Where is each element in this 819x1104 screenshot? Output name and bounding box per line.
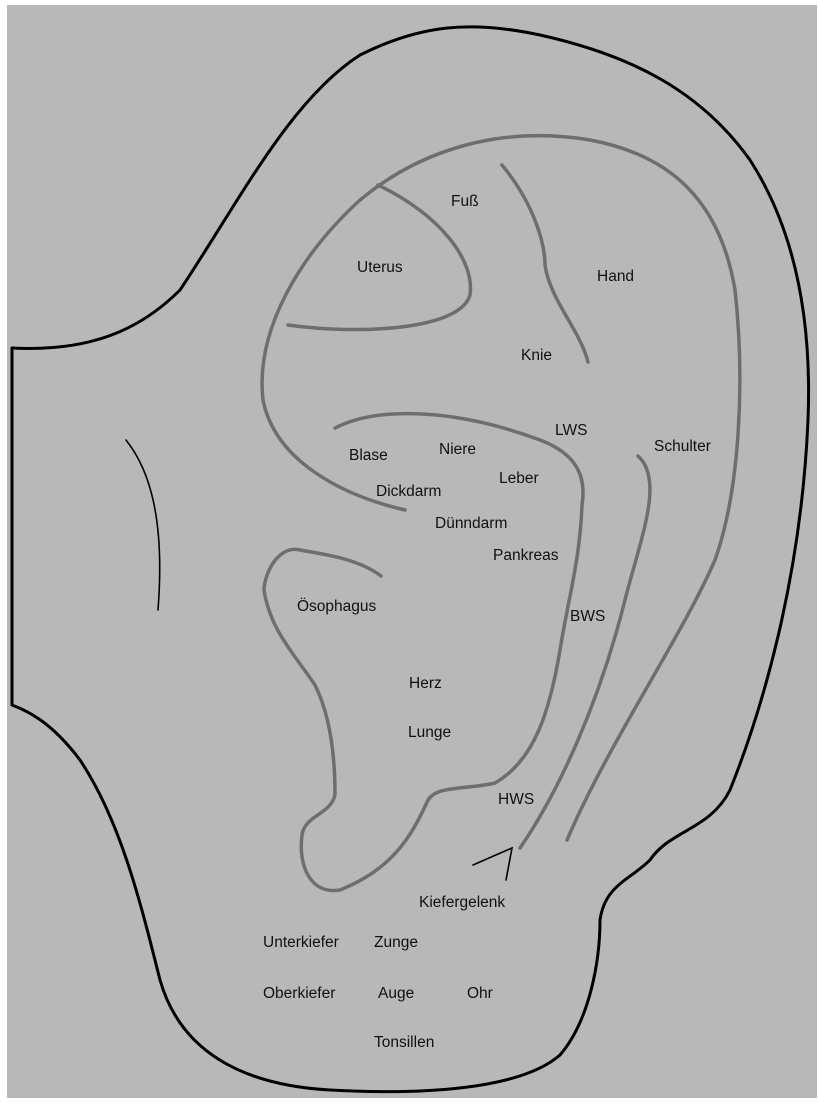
label-blase: Blase bbox=[349, 447, 388, 464]
label-knie: Knie bbox=[521, 347, 552, 364]
label-hws: HWS bbox=[498, 791, 534, 808]
label-uterus: Uterus bbox=[357, 259, 403, 276]
label-oesophagus: Ösophagus bbox=[297, 597, 377, 615]
label-lws: LWS bbox=[555, 422, 587, 439]
label-duenndarm: Dünndarm bbox=[435, 515, 507, 532]
label-niere: Niere bbox=[439, 441, 476, 458]
label-hand: Hand bbox=[597, 268, 634, 285]
label-pankreas: Pankreas bbox=[493, 547, 559, 564]
label-kiefergelenk: Kiefergelenk bbox=[419, 894, 505, 911]
label-dickdarm: Dickdarm bbox=[376, 483, 441, 500]
label-lunge: Lunge bbox=[408, 724, 451, 741]
label-leber: Leber bbox=[499, 470, 539, 487]
label-fuss: Fuß bbox=[451, 193, 479, 210]
label-bws: BWS bbox=[570, 608, 605, 625]
label-auge: Auge bbox=[378, 985, 414, 1002]
label-schulter: Schulter bbox=[654, 438, 711, 455]
label-oberkiefer: Oberkiefer bbox=[263, 985, 335, 1002]
label-ohr: Ohr bbox=[467, 985, 493, 1002]
label-unterkiefer: Unterkiefer bbox=[263, 934, 339, 951]
label-tonsillen: Tonsillen bbox=[374, 1034, 434, 1051]
label-herz: Herz bbox=[409, 675, 442, 692]
label-zunge: Zunge bbox=[374, 934, 418, 951]
